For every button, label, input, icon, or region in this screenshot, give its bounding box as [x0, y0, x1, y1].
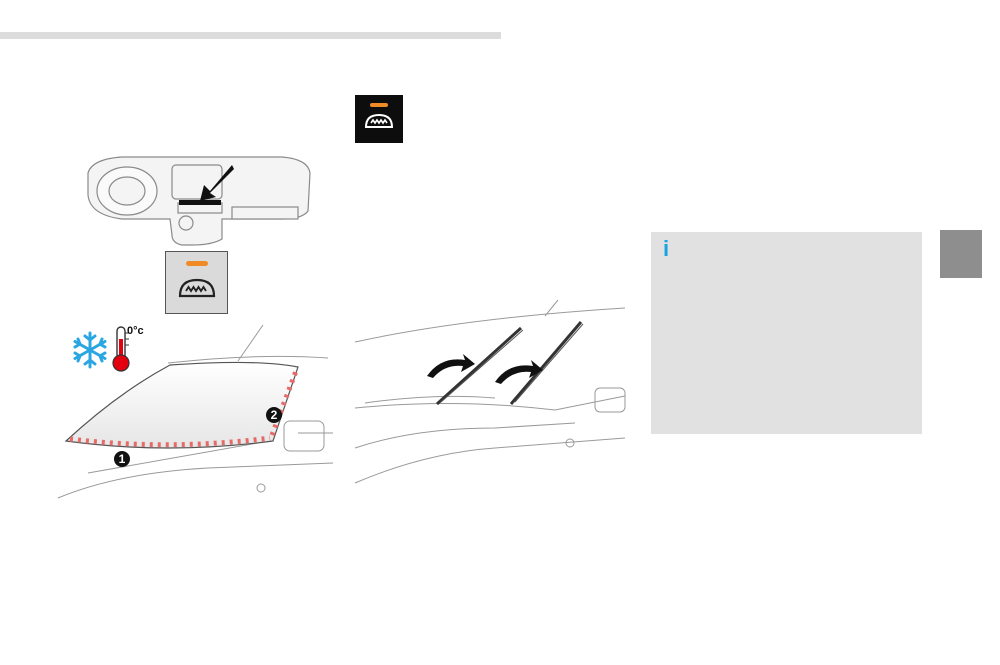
indicator-light	[370, 103, 388, 107]
windscreen-defrost-icon	[178, 278, 216, 298]
dashboard-illustration	[87, 156, 311, 246]
dashboard-button-strip	[179, 200, 221, 205]
info-box: i	[651, 232, 922, 434]
info-icon: i	[663, 236, 670, 261]
raise-arrow-icon	[427, 354, 475, 378]
wiper-service-position-illustration	[354, 299, 626, 484]
front-defrost-button-black	[355, 95, 403, 143]
raise-arrow-icon	[495, 360, 543, 384]
snowflake-icon	[73, 331, 107, 369]
svg-text:2: 2	[271, 408, 278, 422]
heated-windscreen-illustration: 1 2	[57, 324, 334, 499]
callout-1: 1	[114, 451, 130, 467]
windscreen-defrost-icon	[364, 113, 394, 128]
windscreen	[64, 361, 299, 449]
temperature-label: 0°c	[127, 325, 144, 337]
indicator-light	[186, 261, 208, 266]
heated-zone	[69, 370, 299, 448]
svg-text:1: 1	[119, 452, 126, 466]
arrow-pointer-icon	[200, 165, 234, 201]
thermometer-icon	[112, 326, 130, 372]
section-header-bar	[0, 32, 501, 39]
chapter-tab[interactable]	[940, 230, 982, 278]
front-defrost-button-closeup	[165, 251, 228, 314]
callout-2: 2	[266, 407, 282, 423]
wiper-blades-icon	[435, 321, 584, 406]
